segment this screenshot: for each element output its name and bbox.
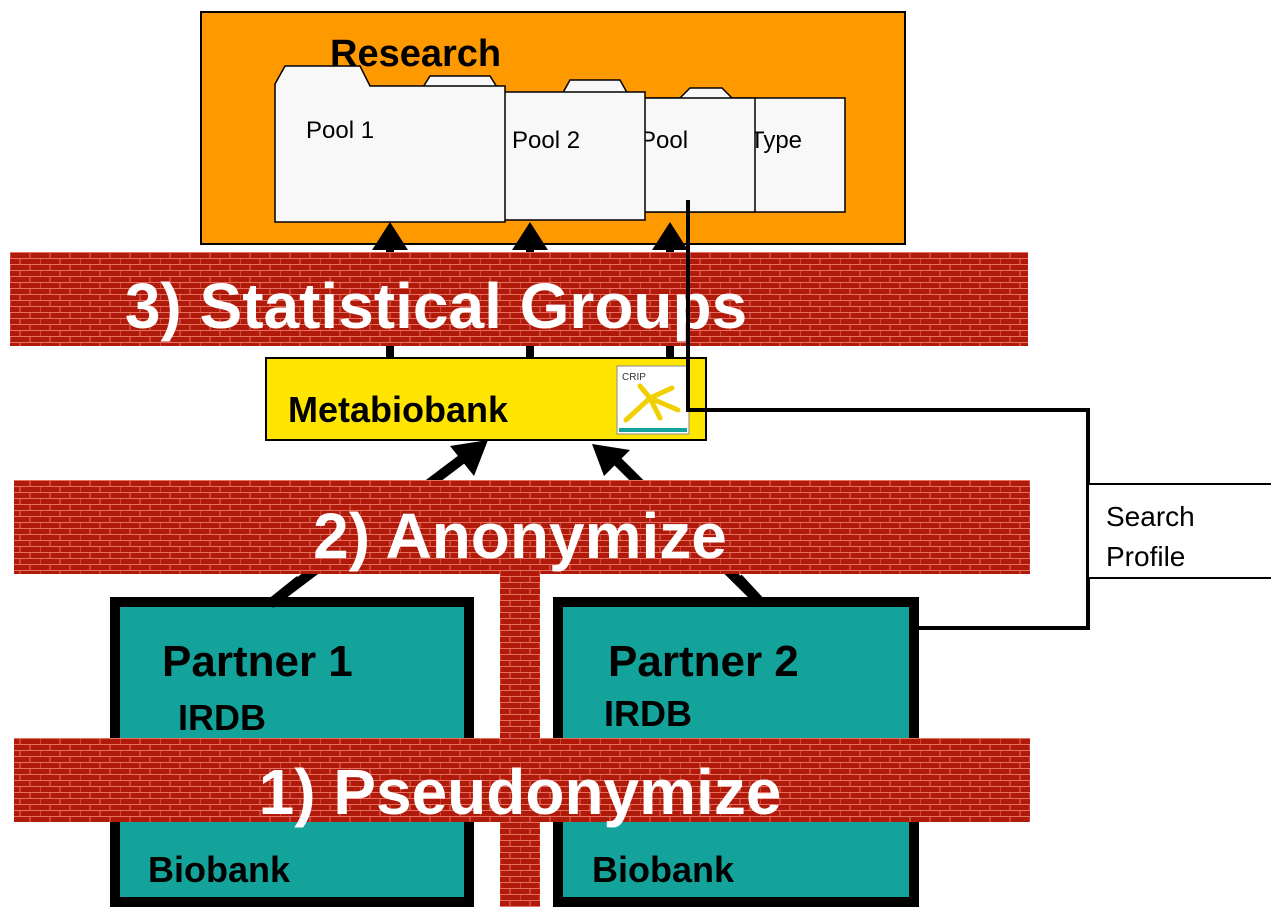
layer-label-pseudonymize: 1) Pseudonymize <box>259 756 782 828</box>
metabiobank-arrowheads <box>450 440 630 476</box>
partner-2-name: Partner 2 <box>608 637 799 686</box>
partner-1-irdb: IRDB <box>178 697 266 738</box>
search-profile-line2: Profile <box>1106 541 1185 572</box>
arrow-stubs <box>266 574 766 608</box>
wall-pseudonymize <box>14 738 1030 822</box>
partner-2-biobank: Biobank <box>592 849 735 890</box>
layer-label-anonymize: 2) Anonymize <box>313 500 727 572</box>
search-profile-line <box>686 200 1090 630</box>
wall-anonymize <box>14 480 1030 574</box>
wall-statistical-groups <box>10 252 1028 346</box>
partner-1-name: Partner 1 <box>162 637 353 686</box>
layer-label-statistical: 3) Statistical Groups <box>125 270 747 342</box>
search-profile-box <box>1087 483 1271 579</box>
search-profile-line1: Search <box>1106 501 1195 532</box>
crip-logo: CRIP <box>616 365 690 435</box>
pool-4-label: Type <box>750 127 802 154</box>
metabiobank-label: Metabiobank <box>288 389 509 430</box>
pool-3-label: Pool <box>640 127 688 154</box>
crip-logo-text: CRIP <box>622 372 646 383</box>
pool-1-label: Pool 1 <box>306 117 374 144</box>
partner-2-irdb: IRDB <box>604 693 692 734</box>
pool-2-label: Pool 2 <box>512 127 580 154</box>
pool-arrowheads <box>372 222 688 250</box>
partner-1-biobank: Biobank <box>148 849 291 890</box>
folder-pool-1: Pool 1 <box>274 65 506 223</box>
